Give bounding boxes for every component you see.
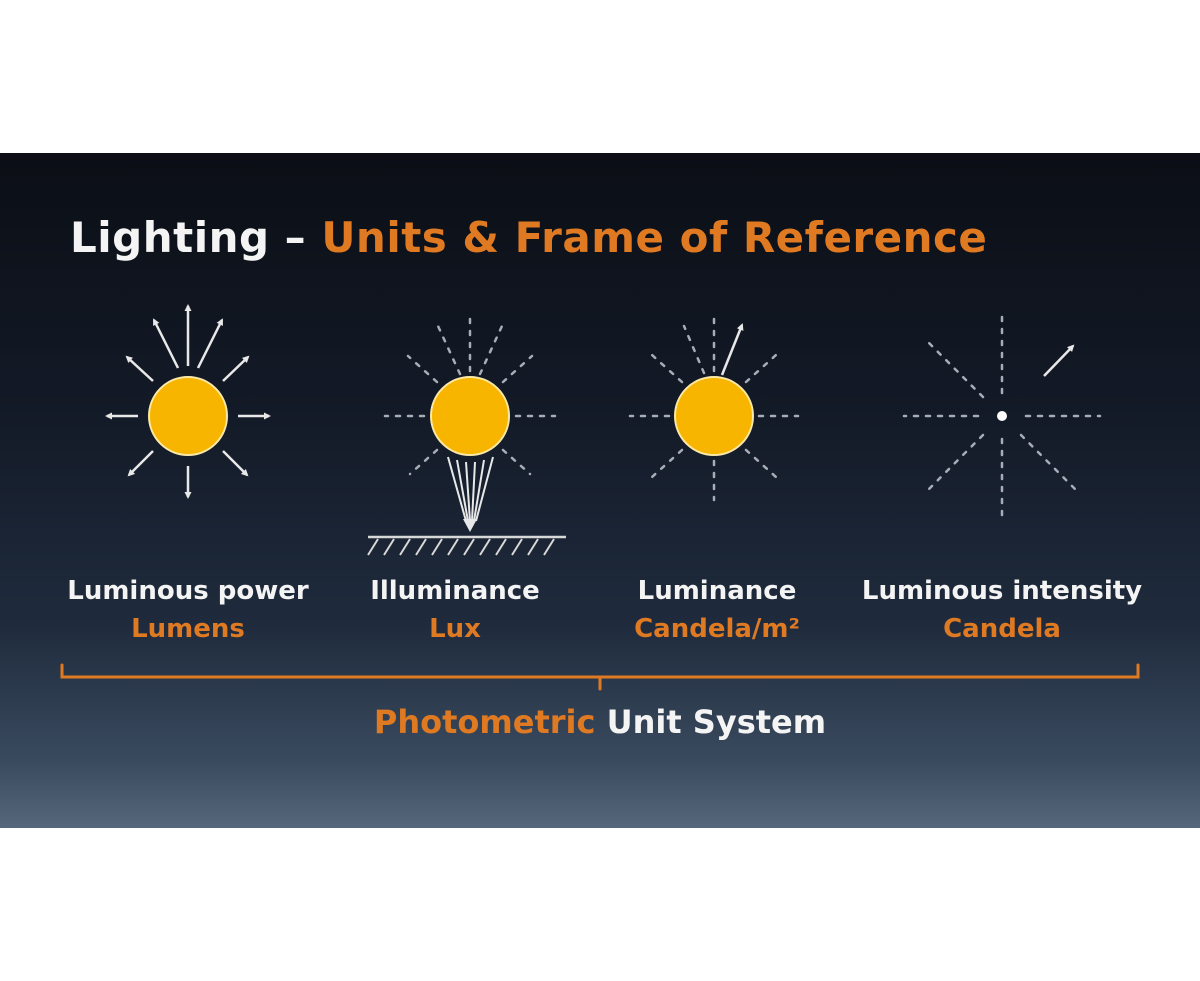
photometry-diagram	[60, 304, 1140, 691]
quantity-unit: Candela	[943, 614, 1061, 644]
caption-rest: Unit System	[595, 703, 827, 741]
grouping-bracket	[60, 663, 1140, 691]
slide: Lighting – Units & Frame of Reference	[0, 153, 1200, 828]
quantity-luminance: Luminance Candela/m²	[567, 572, 867, 648]
quantity-unit: Candela/m²	[634, 614, 800, 644]
title-highlight: Units & Frame of Reference	[321, 213, 988, 262]
slide-title: Lighting – Units & Frame of Reference	[70, 213, 987, 262]
quantity-illuminance: Illuminance Lux	[305, 572, 605, 648]
quantity-name: Luminance	[637, 576, 797, 606]
title-prefix: Lighting –	[70, 213, 322, 262]
sun-disc	[148, 376, 228, 456]
quantity-name: Luminous power	[67, 576, 309, 606]
quantity-unit: Lumens	[131, 614, 245, 644]
sun-illuminating-surface-icon	[367, 314, 566, 556]
sun-radiating-all-directions-icon	[105, 304, 271, 499]
surface-hatching	[367, 538, 555, 556]
point-source	[997, 411, 1007, 421]
quantity-luminous-intensity: Luminous intensity Candela	[852, 572, 1152, 648]
point-source-single-direction-icon	[902, 311, 1102, 517]
quantity-unit: Lux	[429, 614, 481, 644]
caption-highlight: Photometric	[373, 703, 596, 741]
unit-system-caption: Photometric Unit System	[0, 703, 1200, 741]
quantity-name: Luminous intensity	[861, 576, 1143, 606]
quantity-name: Illuminance	[370, 576, 540, 606]
quantity-luminous-power: Luminous power Lumens	[38, 572, 338, 648]
sun-single-direction-icon	[628, 311, 800, 502]
